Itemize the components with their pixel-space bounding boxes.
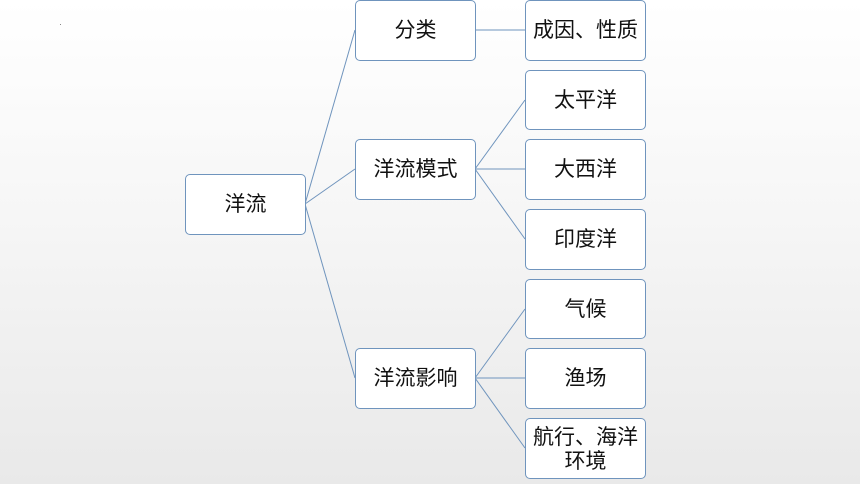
node-fishery: 渔场 xyxy=(525,348,646,409)
node-indian: 印度洋 xyxy=(525,209,646,270)
node-climate: 气候 xyxy=(525,279,646,339)
connector-pattern-to-pacific xyxy=(474,99,526,170)
connector-impact-to-climate xyxy=(474,308,526,379)
node-pacific: 太平洋 xyxy=(525,70,646,130)
node-navigation-environment: 航行、海洋环境 xyxy=(525,418,646,479)
node-current-pattern: 洋流模式 xyxy=(355,139,476,200)
connector-impact-to-navigation xyxy=(474,377,526,449)
node-current-impact: 洋流影响 xyxy=(355,348,476,409)
node-atlantic: 大西洋 xyxy=(525,139,646,200)
connector-root-to-pattern xyxy=(304,168,356,205)
node-root: 洋流 xyxy=(185,174,306,235)
connector-pattern-to-indian xyxy=(474,168,526,240)
connector-root-to-impact xyxy=(304,203,356,379)
decorative-dot xyxy=(60,24,61,25)
node-cause-nature: 成因、性质 xyxy=(525,0,646,61)
node-category: 分类 xyxy=(355,0,476,61)
connector-root-to-category xyxy=(304,29,356,205)
